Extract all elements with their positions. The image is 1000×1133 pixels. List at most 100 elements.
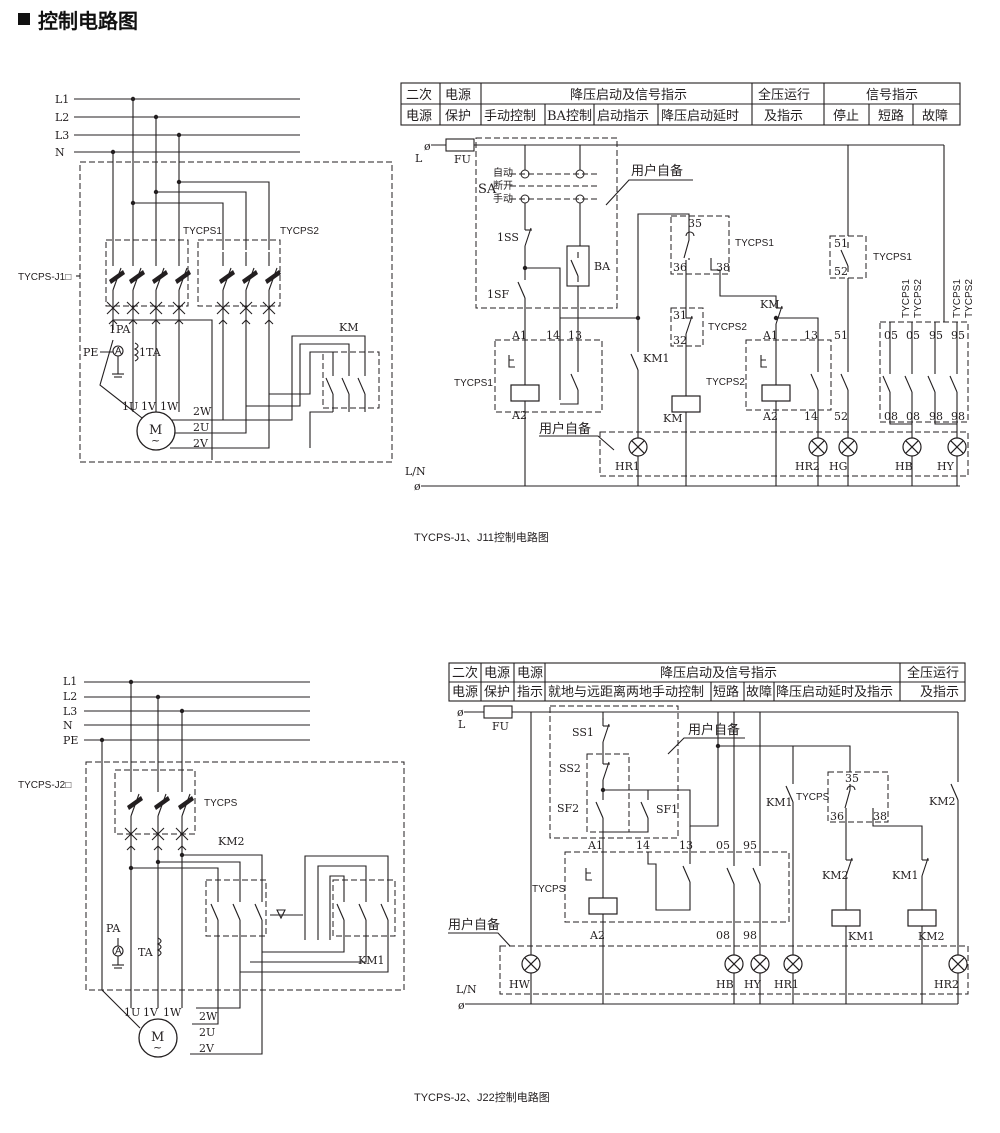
d1-l-label: L (415, 152, 423, 165)
d1-header-table: 二次 电源 降压启动及信号指示 全压运行 信号指示 电源 保护 手动控制 BA控… (400, 82, 961, 126)
d1-sf-label: 1SF (487, 288, 510, 301)
d2-t35: 35 (845, 772, 859, 785)
d2-hw: HW (509, 978, 531, 991)
d1-t08a: 08 (884, 410, 898, 423)
d1-t13: 13 (568, 329, 582, 342)
diagram2-control-circuit: 二次 电源 电源 降压启动及信号指示 全压运行 电源 保护 指示 就地与远距离两… (414, 662, 969, 1104)
d2-head1-0: 二次 (452, 665, 478, 681)
d1-t13b: 13 (804, 329, 818, 342)
d2-a1: A1 (587, 839, 603, 852)
d2-km2-label: KM2 (218, 835, 244, 848)
d1-tycps2-box (197, 239, 281, 307)
d1-model-label: TYCPS-J1□ (18, 272, 71, 283)
d2-a2: A2 (589, 929, 605, 942)
d1-sa-manual: 手动 (493, 192, 513, 205)
d1-tycps1-box (105, 239, 189, 307)
d1-head2-8: 短路 (878, 108, 904, 124)
d1-tycps1-v2: TYCPS1 (952, 279, 963, 318)
d2-term-1u: 1U (124, 1006, 140, 1019)
d2-term-2w: 2W (199, 1010, 218, 1023)
d2-line-pe: PE (63, 734, 78, 747)
d2-t98: 98 (743, 929, 757, 942)
d2-t36: 36 (830, 810, 844, 823)
d1-t05a: 05 (884, 329, 898, 342)
d1-t36: 36 (673, 261, 687, 274)
d1-t98a: 98 (929, 410, 943, 423)
d1-term-1v: 1V (141, 400, 157, 413)
d1-tycps2-v: TYCPS2 (913, 279, 924, 318)
d2-fuse-icon (483, 705, 513, 719)
d1-t51b: 51 (834, 329, 848, 342)
d2-motor-icon (138, 1018, 178, 1058)
d1-motor-label: M (149, 423, 162, 438)
d1-line-n: N (55, 146, 65, 159)
d2-km1-box (332, 879, 396, 937)
d1-head2-1: 保护 (445, 109, 471, 124)
d1-hr2: HR2 (795, 460, 820, 473)
d1-head1-1: 电源 (445, 88, 471, 103)
d2-km2a: KM2 (929, 795, 955, 808)
d1-km-coil: KM (663, 412, 682, 425)
d1-tycps1-stop-label: TYCPS1 (873, 252, 912, 263)
d2-head2-7: 及指示 (920, 685, 959, 700)
d1-tycps2-timer-box (670, 307, 704, 347)
d1-fuse-icon (445, 138, 475, 152)
d2-km2c: KM2 (822, 869, 848, 882)
d1-t32: 32 (673, 334, 687, 347)
d1-line-l3: L3 (55, 129, 69, 142)
d1-head2-9: 故障 (922, 109, 948, 124)
d2-t13: 13 (679, 839, 693, 852)
diagram1-control-circuit: 二次 电源 降压启动及信号指示 全压运行 信号指示 电源 保护 手动控制 BA控… (400, 82, 975, 544)
d2-line-n: N (63, 719, 73, 732)
d1-term-2u: 2U (193, 421, 209, 434)
d1-t14: 14 (546, 329, 560, 342)
d2-timer-box (827, 771, 889, 823)
d2-pa-label: PA (106, 922, 121, 935)
d1-tycps1-ctrl-label: TYCPS1 (454, 378, 493, 389)
d1-head2-0: 电源 (406, 109, 432, 124)
d1-line-l1: L1 (55, 93, 69, 106)
d2-km1a: KM1 (766, 796, 792, 809)
d1-ss-label: 1SS (497, 231, 519, 244)
d1-term-1w: 1W (160, 400, 179, 413)
d1-tycps1-timer-box (670, 215, 730, 275)
d1-tycps2-v2: TYCPS2 (964, 279, 975, 318)
d2-head2-0: 电源 (452, 685, 478, 700)
d1-hy: HY (937, 460, 955, 473)
d1-outer-enclosure (79, 161, 393, 463)
d2-t38: 38 (873, 810, 887, 823)
d2-t95: 95 (743, 839, 757, 852)
d1-t05b: 05 (906, 329, 920, 342)
svg-text:ø: ø (414, 480, 421, 493)
d2-user-box-1 (549, 705, 679, 839)
d2-tycps-box (114, 769, 196, 835)
d1-tycps1-timer-label: TYCPS1 (735, 238, 774, 249)
d1-motor-icon (136, 411, 176, 451)
d2-tycps-label: TYCPS (204, 798, 238, 809)
d1-ta-label: 1TA (139, 346, 162, 359)
d1-head2-2: 手动控制 (484, 109, 536, 124)
d2-user2: 用户自备 (448, 917, 500, 933)
d2-ln-label: L/N (456, 983, 477, 996)
d1-t95b: 95 (951, 329, 965, 342)
d2-km1-label: KM1 (358, 954, 384, 967)
d2-motor-label: M (151, 1030, 164, 1045)
d2-head2-4: 短路 (713, 684, 739, 700)
d1-caption: TYCPS-J1、J11控制电路图 (414, 530, 549, 544)
d1-term-1u: 1U (122, 400, 138, 413)
d2-head1-2: 电源 (517, 666, 543, 681)
d2-ss1: SS1 (572, 726, 594, 739)
d2-fu-label: FU (492, 720, 509, 733)
d2-line-l1: L1 (63, 675, 77, 688)
d1-t38: 38 (716, 261, 730, 274)
diagram2-power-circuit: L1 L2 L3 N PE TYCPS-J2□ TYCPS KM2 (18, 675, 405, 1058)
d1-tycps1-v: TYCPS1 (901, 279, 912, 318)
svg-text:ø: ø (424, 140, 431, 153)
d1-term-2w: 2W (193, 405, 212, 418)
d2-head2-2: 指示 (517, 685, 543, 700)
d2-head2-3: 就地与远距离两地手动控制 (548, 684, 704, 700)
d2-t08: 08 (716, 929, 730, 942)
d2-term-1w: 1W (163, 1006, 182, 1019)
d2-head2-1: 保护 (484, 685, 510, 700)
